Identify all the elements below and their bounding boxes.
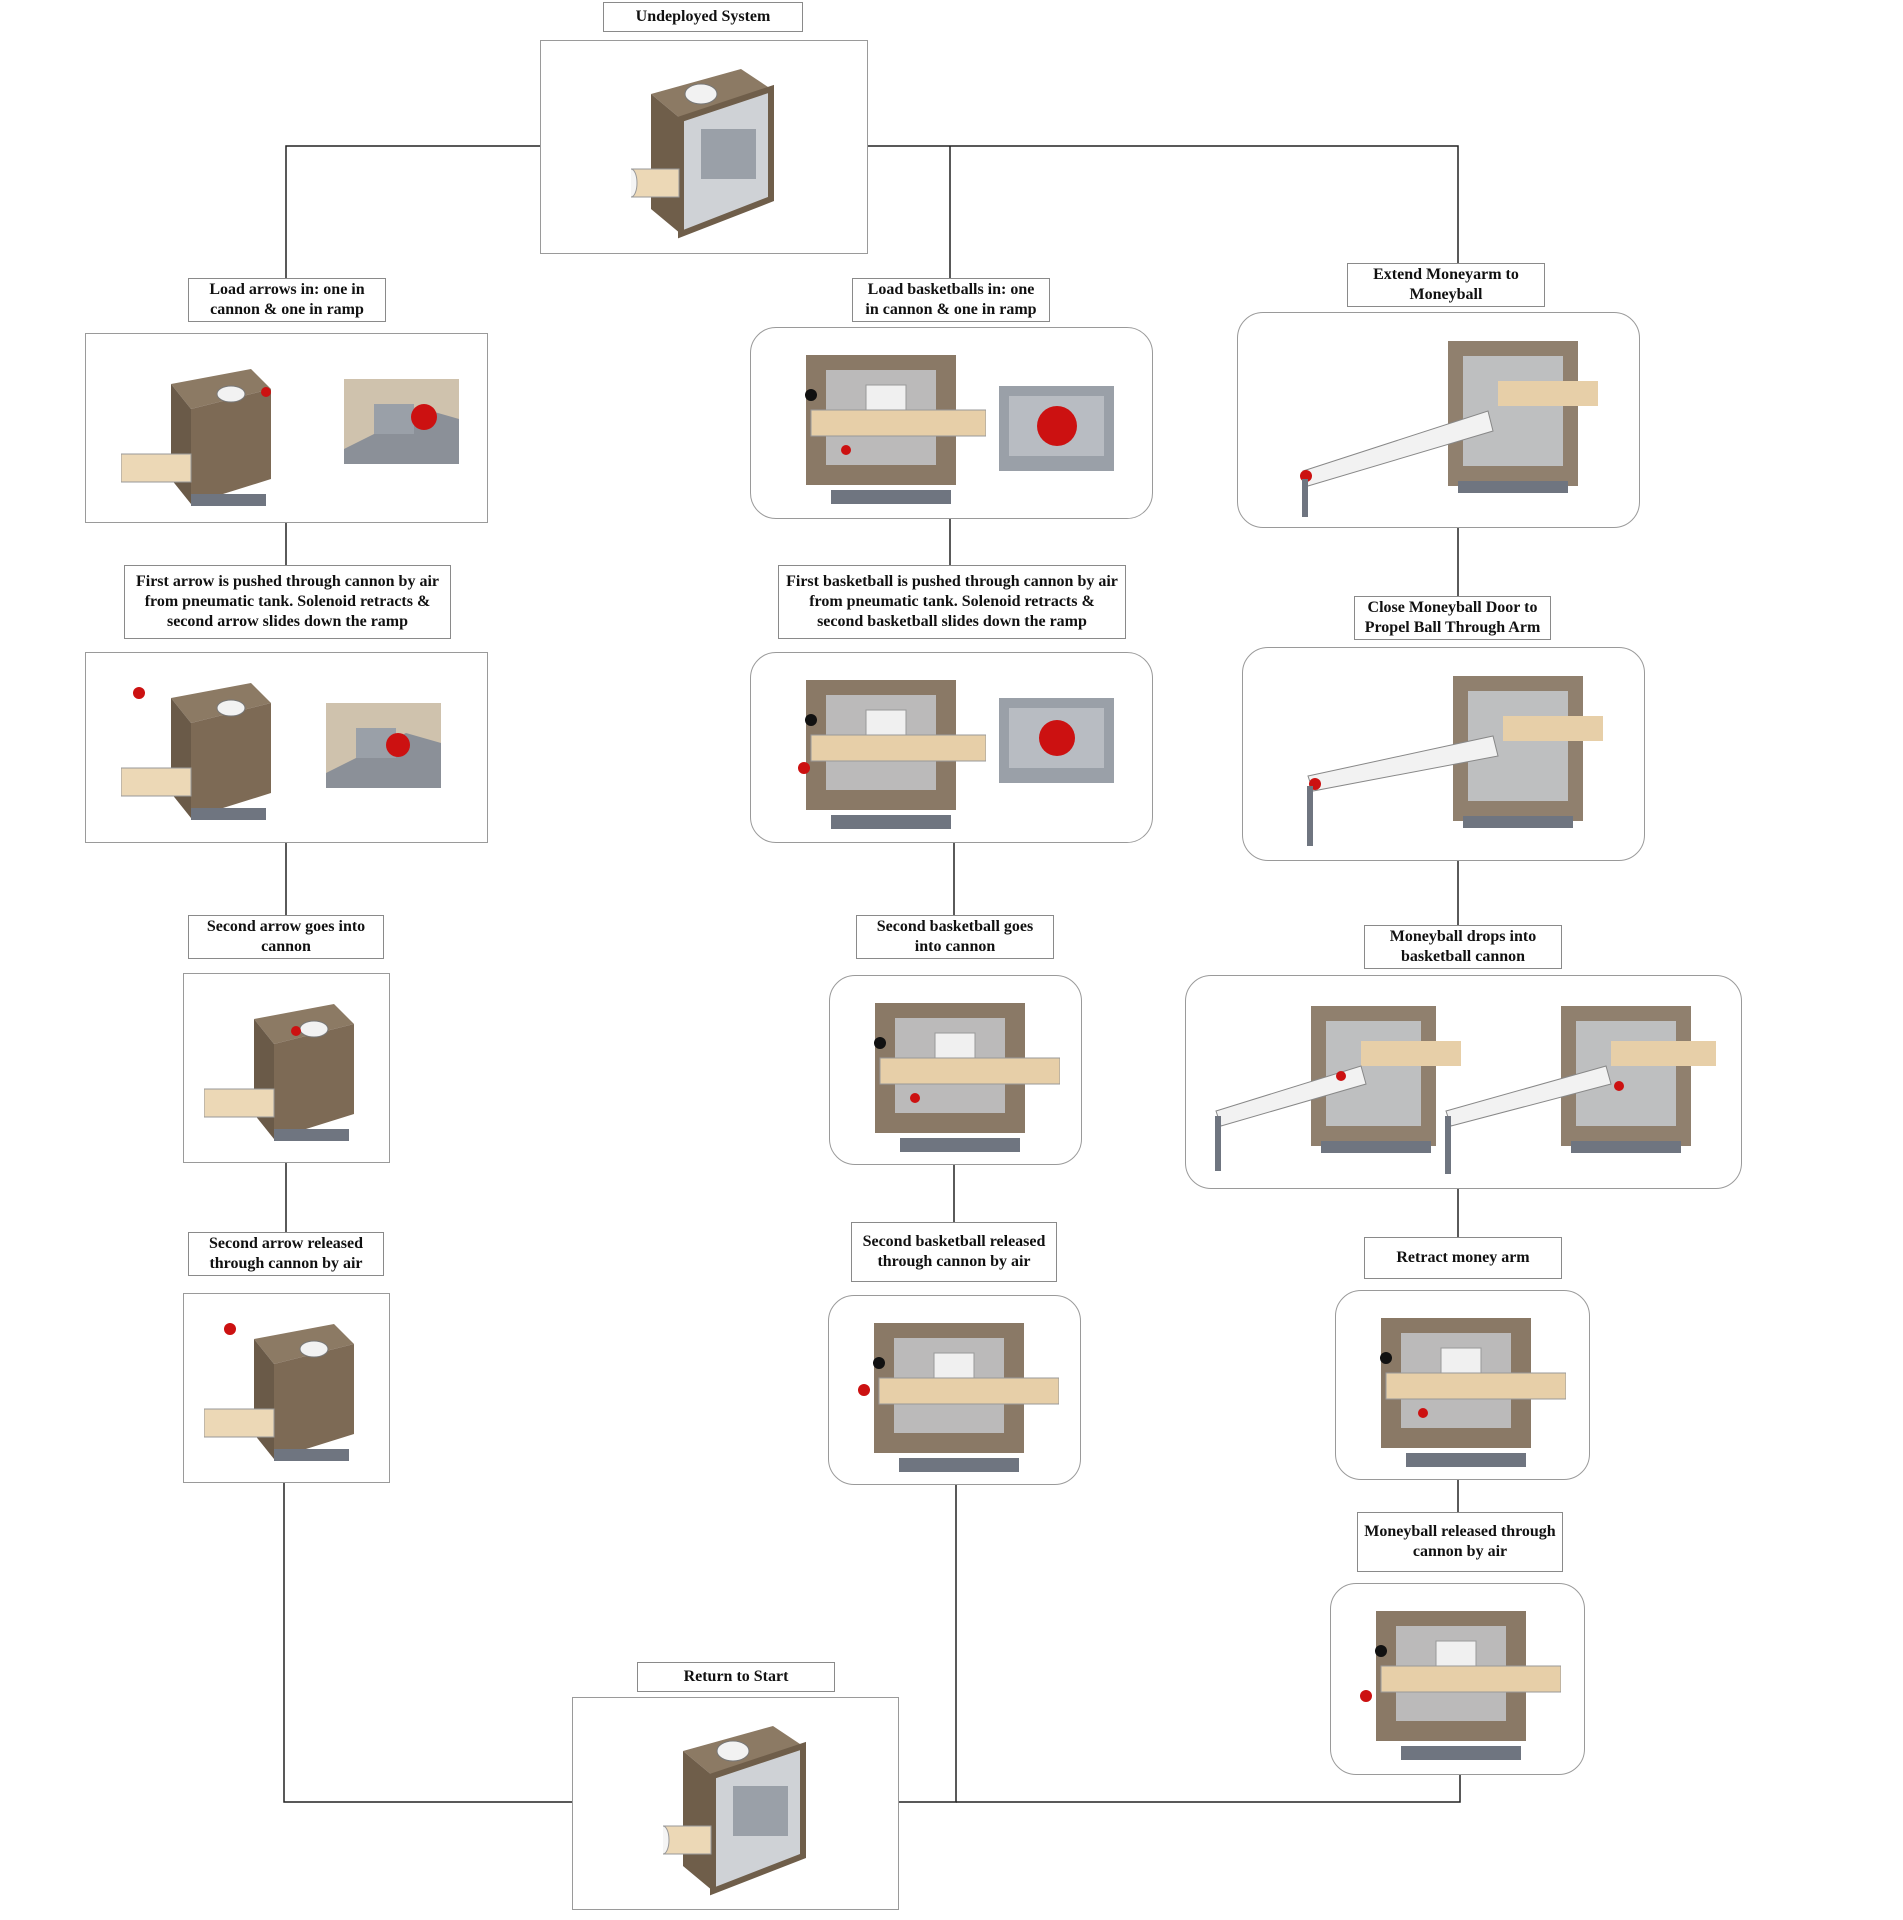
moneyball-arm-icon (1300, 341, 1598, 517)
step-label-first-arrow: First arrow is pushed through cannon by … (124, 565, 451, 639)
step-label-first-basketball: First basketball is pushed through canno… (778, 565, 1126, 639)
step-label-second-basketball-into: Second basketball goes into cannon (856, 915, 1054, 959)
panel-retract-money-arm (1335, 1290, 1590, 1480)
robot-render-icon (858, 1323, 1059, 1472)
step-label-undeployed: Undeployed System (603, 2, 803, 32)
step-label-moneyball-drops: Moneyball drops into basketball cannon (1364, 925, 1562, 969)
moneyball-arm-icon (1445, 1006, 1716, 1174)
robot-render-icon (204, 1323, 354, 1461)
step-label-close-moneyball-door: Close Moneyball Door to Propel Ball Thro… (1354, 596, 1551, 640)
robot-render-icon (631, 69, 774, 239)
panel-second-basketball-into (829, 975, 1082, 1165)
step-label-load-basketballs: Load basketballs in: one in cannon & one… (852, 278, 1050, 322)
robot-render-icon (805, 355, 986, 504)
step-label-second-arrow-released: Second arrow released through cannon by … (188, 1232, 384, 1276)
panel-second-basketball-released (828, 1295, 1081, 1485)
robot-render-icon (121, 369, 271, 506)
robot-render-icon (1380, 1318, 1566, 1467)
ball-closeup-icon (999, 698, 1114, 783)
robot-render-icon (798, 680, 986, 829)
panel-return-to-start (572, 1697, 899, 1910)
panel-load-basketballs (750, 327, 1153, 519)
step-label-second-basketball-released: Second basketball released through canno… (851, 1222, 1057, 1282)
step-label-moneyball-released: Moneyball released through cannon by air (1357, 1512, 1563, 1572)
step-label-return-to-start: Return to Start (637, 1662, 835, 1692)
panel-second-arrow-released (183, 1293, 390, 1483)
step-label-load-arrows: Load arrows in: one in cannon & one in r… (188, 278, 386, 322)
panel-moneyball-released (1330, 1583, 1585, 1775)
ball-closeup-icon (344, 379, 459, 464)
panel-load-arrows (85, 333, 488, 523)
robot-render-icon (1360, 1611, 1561, 1760)
step-label-second-arrow-into: Second arrow goes into cannon (188, 915, 384, 959)
moneyball-arm-icon (1307, 676, 1603, 846)
panel-moneyball-drops (1185, 975, 1742, 1189)
moneyball-arm-icon (1215, 1006, 1461, 1171)
robot-render-icon (204, 1004, 354, 1141)
ball-closeup-icon (999, 386, 1114, 471)
robot-render-icon (874, 1003, 1060, 1152)
step-label-retract-money-arm: Retract money arm (1364, 1237, 1562, 1279)
panel-first-arrow (85, 652, 488, 843)
robot-render-icon (121, 683, 271, 820)
panel-undeployed (540, 40, 868, 254)
panel-second-arrow-into (183, 973, 390, 1163)
panel-extend-moneyarm (1237, 312, 1640, 528)
panel-first-basketball (750, 652, 1153, 843)
step-label-extend-moneyarm: Extend Moneyarm to Moneyball (1347, 263, 1545, 307)
robot-render-icon (663, 1726, 806, 1896)
ball-closeup-icon (326, 703, 441, 788)
panel-close-moneyball-door (1242, 647, 1645, 861)
